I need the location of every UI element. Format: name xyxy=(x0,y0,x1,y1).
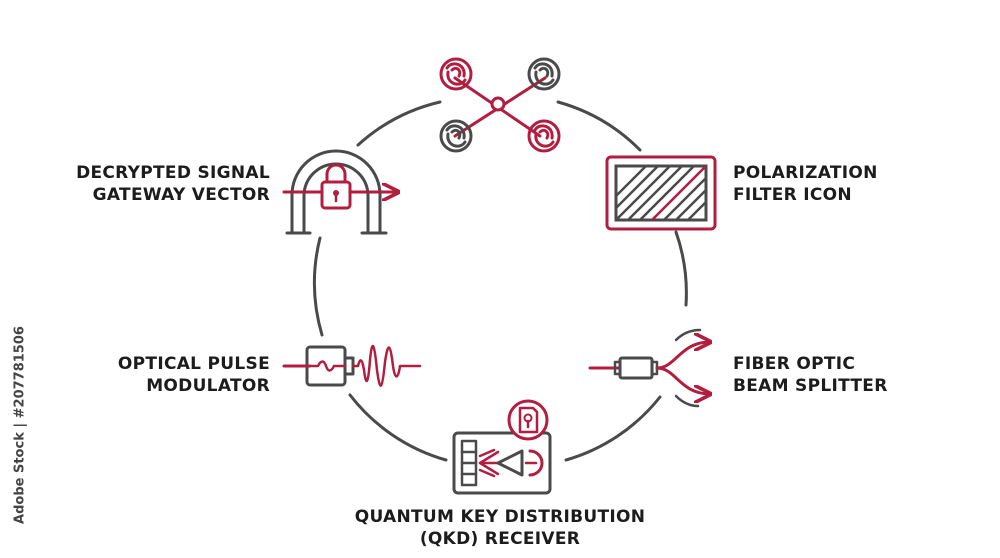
polarization-label-line1: POLARIZATION xyxy=(733,163,878,183)
decrypted-label-line1: DECRYPTED SIGNAL xyxy=(76,163,270,183)
fiber-label-line2: BEAM SPLITTER xyxy=(733,376,888,396)
qkd-receiver-icon xyxy=(452,399,552,495)
pulse-label-line1: OPTICAL PULSE xyxy=(117,354,270,374)
polarization-label-line2: FILTER ICON xyxy=(733,185,852,205)
qkd-receiver-label: QUANTUM KEY DISTRIBUTION (QKD) RECEIVER xyxy=(330,506,670,550)
polarization-filter-label: POLARIZATION FILTER ICON xyxy=(733,162,878,206)
ring-arc-top-left xyxy=(356,100,442,147)
cycle-ring xyxy=(312,100,688,462)
decrypted-label-line2: GATEWAY VECTOR xyxy=(92,185,270,205)
polarization-filter-icon xyxy=(605,155,717,231)
qkd-label-line2: (QKD) RECEIVER xyxy=(419,529,581,549)
optical-pulse-modulator-label: OPTICAL PULSE MODULATOR xyxy=(60,353,270,397)
stock-credit-text: Adobe Stock | #207781506 xyxy=(12,326,28,524)
beam-splitter-icon xyxy=(588,328,710,408)
ring-arc-right-lower xyxy=(564,395,662,462)
decrypted-signal-gateway-label: DECRYPTED SIGNAL GATEWAY VECTOR xyxy=(60,162,270,206)
qkd-label-line1: QUANTUM KEY DISTRIBUTION xyxy=(354,507,646,527)
entangled-swirls-icon xyxy=(439,57,561,153)
ring-arc-top-right xyxy=(556,100,642,152)
fiber-optic-splitter-label: FIBER OPTIC BEAM SPLITTER xyxy=(733,353,888,397)
ring-arc-left xyxy=(312,236,324,337)
fiber-label-line1: FIBER OPTIC xyxy=(733,354,856,374)
pulse-label-line2: MODULATOR xyxy=(146,376,270,396)
pulse-modulator-icon xyxy=(282,345,422,387)
ring-arc-right-upper xyxy=(674,230,688,307)
ring-arc-bottom-left xyxy=(348,393,448,462)
lock-gateway-icon xyxy=(282,149,398,235)
stock-credit: Adobe Stock | #207781506 xyxy=(10,300,30,550)
